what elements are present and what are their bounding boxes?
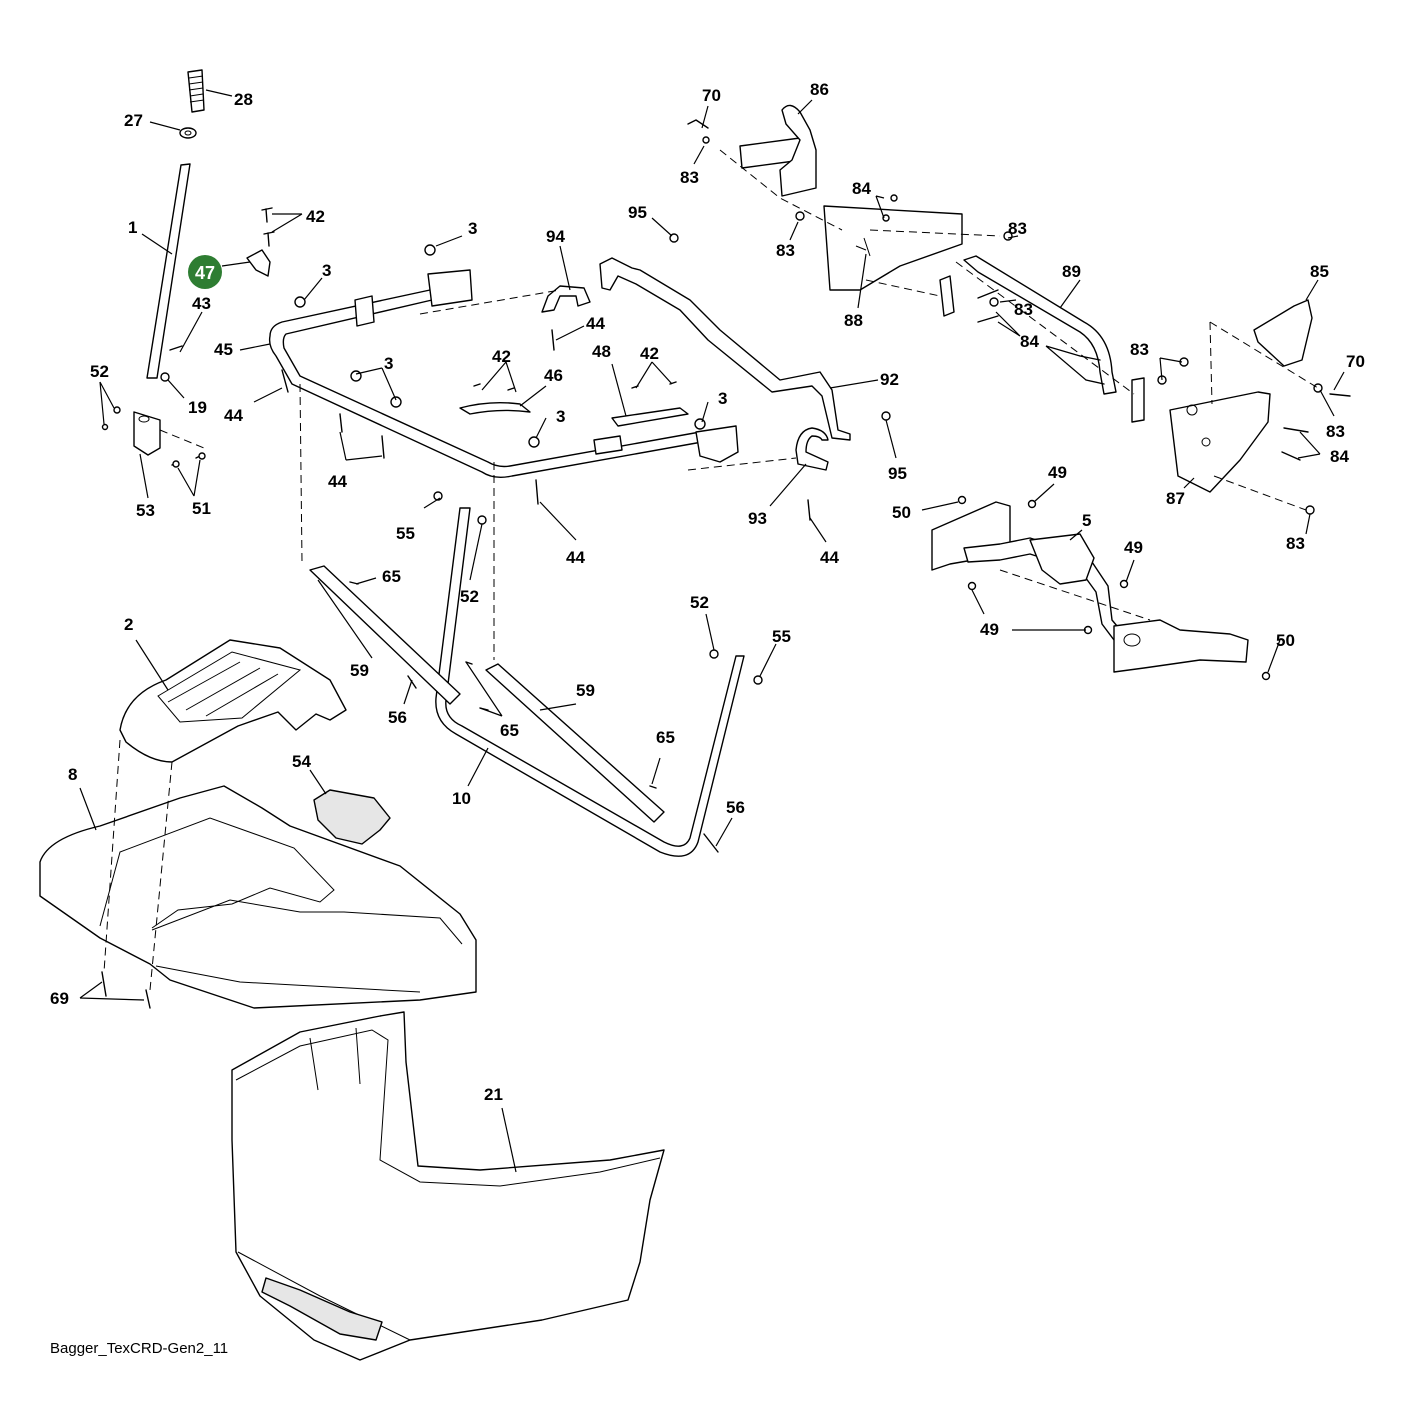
callout-65b: 65	[500, 721, 519, 740]
callout-44c: 44	[328, 472, 347, 491]
grass-catcher	[231, 1011, 665, 1361]
callout-65c: 65	[656, 728, 675, 747]
callout-42b: 42	[492, 347, 511, 366]
callout-83b: 83	[776, 241, 795, 260]
callout-labels: 28 27 1 42 43 45 3 3 3 3 3 94 95 44 44 4…	[50, 80, 1365, 1104]
hood-covers	[39, 639, 477, 1009]
callout-65a: 65	[382, 567, 401, 586]
diagram-caption: Bagger_TexCRD-Gen2_11	[50, 1340, 229, 1357]
callout-1: 1	[128, 218, 137, 237]
callout-49a: 49	[1048, 463, 1067, 482]
callout-52c: 52	[690, 593, 709, 612]
callout-42c: 42	[640, 344, 659, 363]
callout-54: 54	[292, 752, 311, 771]
highlight-badge-47[interactable]: 47	[188, 255, 222, 289]
pivot-clip-assembly	[246, 207, 275, 277]
lift-handle-assembly	[101, 69, 206, 468]
callout-28: 28	[234, 90, 253, 109]
callout-83d: 83	[1014, 300, 1033, 319]
callout-85: 85	[1310, 262, 1329, 281]
callout-49b: 49	[1124, 538, 1143, 557]
callout-83f: 83	[1326, 422, 1345, 441]
callout-3b: 3	[322, 261, 331, 280]
callout-83c: 83	[1008, 219, 1027, 238]
callout-3c: 3	[384, 354, 393, 373]
callout-87: 87	[1166, 489, 1185, 508]
callout-89: 89	[1062, 262, 1081, 281]
callout-19: 19	[188, 398, 207, 417]
callout-83g: 83	[1286, 534, 1305, 553]
callout-52b: 52	[460, 587, 479, 606]
callout-86: 86	[810, 80, 829, 99]
callout-21: 21	[484, 1085, 503, 1104]
callout-42a: 42	[306, 207, 325, 226]
callout-49c: 49	[980, 620, 999, 639]
callout-95a: 95	[628, 203, 647, 222]
callout-43: 43	[192, 294, 211, 313]
callout-56b: 56	[726, 798, 745, 817]
callout-69: 69	[50, 989, 69, 1008]
callout-5: 5	[1082, 511, 1091, 530]
callout-48: 48	[592, 342, 611, 361]
callout-27: 27	[124, 111, 143, 130]
callout-83a: 83	[680, 168, 699, 187]
callout-70b: 70	[1346, 352, 1365, 371]
callout-55b: 55	[772, 627, 791, 646]
callout-53: 53	[136, 501, 155, 520]
callout-46: 46	[544, 366, 563, 385]
callout-51: 51	[192, 499, 211, 518]
callout-83e: 83	[1130, 340, 1149, 359]
callout-70a: 70	[702, 86, 721, 105]
callout-2: 2	[124, 615, 133, 634]
callout-3e: 3	[556, 407, 565, 426]
callout-50a: 50	[892, 503, 911, 522]
callout-59a: 59	[350, 661, 369, 680]
callout-52a: 52	[90, 362, 109, 381]
callout-84c: 84	[1330, 447, 1349, 466]
callout-84b: 84	[1020, 332, 1039, 351]
bagger-frame	[268, 233, 891, 521]
callout-50b: 50	[1276, 631, 1295, 650]
callout-8: 8	[68, 765, 77, 784]
callout-44e: 44	[820, 548, 839, 567]
callout-3a: 3	[468, 219, 477, 238]
lift-rod-assembly	[309, 491, 763, 857]
lift-linkage-rod	[931, 495, 1271, 681]
callout-44a: 44	[586, 314, 605, 333]
callout-94: 94	[546, 227, 565, 246]
callout-45: 45	[214, 340, 233, 359]
callout-84a: 84	[852, 179, 871, 198]
callout-10: 10	[452, 789, 471, 808]
rear-mounting-brackets	[687, 104, 1351, 515]
callout-93: 93	[748, 509, 767, 528]
alignment-lines	[103, 149, 1319, 991]
callout-56a: 56	[388, 708, 407, 727]
leader-lines	[79, 89, 1345, 1173]
callout-44d: 44	[566, 548, 585, 567]
callout-88: 88	[844, 311, 863, 330]
callout-55a: 55	[396, 524, 415, 543]
callout-3d: 3	[718, 389, 727, 408]
callout-92: 92	[880, 370, 899, 389]
highlight-badge-label: 47	[195, 263, 215, 283]
callout-44b: 44	[224, 406, 243, 425]
callout-59b: 59	[576, 681, 595, 700]
callout-95b: 95	[888, 464, 907, 483]
